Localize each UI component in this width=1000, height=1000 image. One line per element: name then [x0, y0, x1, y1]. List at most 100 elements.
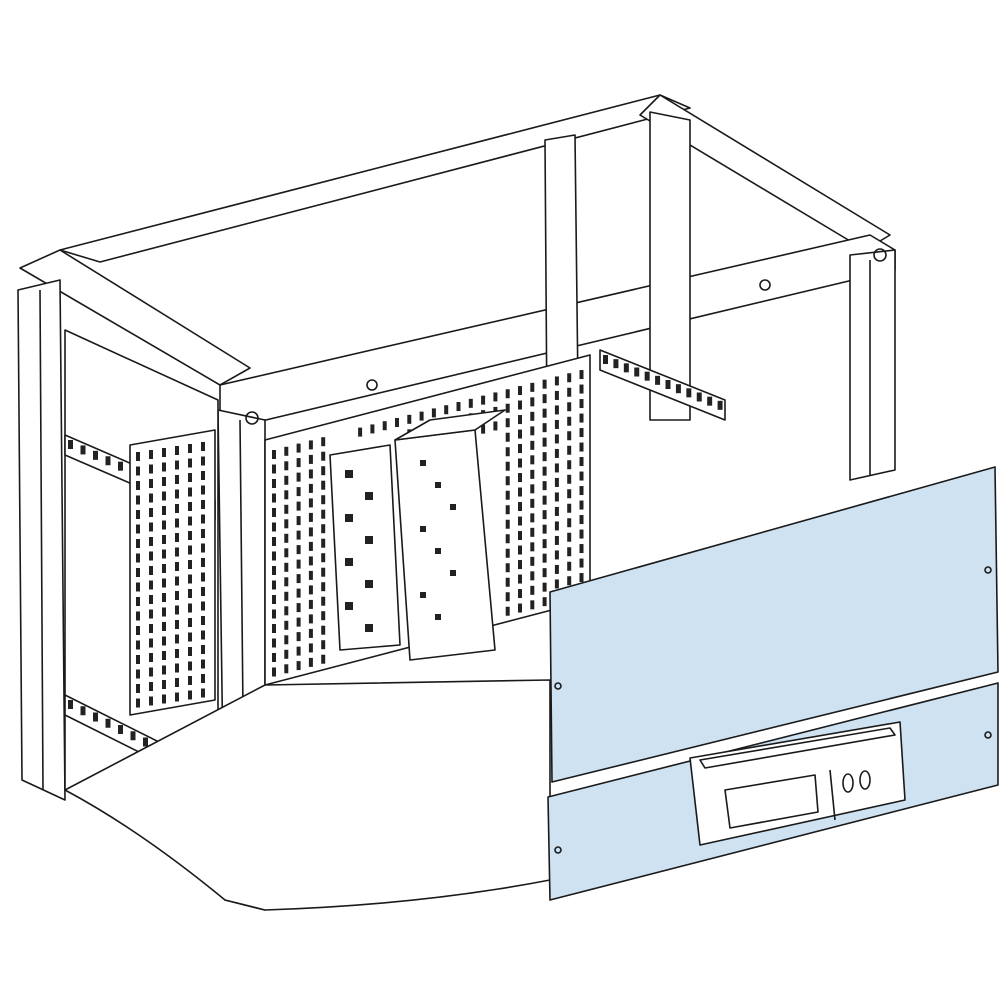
mesh-slot: [308, 643, 313, 653]
mesh-slot: [431, 408, 436, 418]
mesh-slot: [149, 479, 153, 488]
mesh-slot: [175, 678, 179, 687]
mesh-slot: [272, 580, 276, 590]
mesh-slot: [188, 444, 192, 453]
rail-slot: [675, 384, 681, 394]
mesh-slot: [530, 484, 535, 494]
mesh-slot: [554, 419, 559, 429]
mesh-slot: [518, 400, 522, 410]
mesh-slot: [554, 477, 559, 487]
mesh-slot: [542, 466, 547, 476]
mesh-slot: [518, 603, 522, 613]
mesh-slot: [136, 684, 140, 693]
mesh-slot: [175, 475, 179, 484]
mesh-slot: [505, 563, 510, 573]
mesh-slot: [579, 500, 584, 510]
mesh-slot: [162, 694, 166, 704]
mesh-slot: [149, 580, 153, 590]
mesh-slot: [579, 370, 584, 380]
mesh-slot: [518, 516, 522, 526]
frame-top-rear-beam: [59, 94, 691, 263]
mesh-slot: [188, 545, 192, 555]
rail-slot: [655, 375, 661, 385]
mesh-slot: [542, 423, 547, 433]
mesh-slot: [530, 397, 535, 407]
mesh-slot: [284, 446, 289, 456]
mesh-slot: [162, 462, 166, 472]
mesh-slot: [567, 431, 572, 441]
frame-right-front-post: [849, 249, 896, 481]
mesh-slot: [162, 549, 166, 559]
mesh-slot: [321, 567, 326, 577]
mesh-slot: [272, 638, 276, 648]
mesh-slot: [321, 437, 326, 447]
mesh-slot: [201, 674, 205, 683]
mesh-slot: [188, 603, 192, 613]
device-terminal: [435, 614, 441, 620]
mesh-slot: [162, 535, 166, 544]
mesh-slot: [201, 688, 205, 698]
mesh-slot: [321, 451, 326, 461]
mesh-slot: [530, 426, 535, 436]
mesh-slot: [542, 597, 547, 607]
mesh-slot: [554, 448, 559, 458]
mesh-slot: [505, 403, 510, 413]
mesh-slot: [505, 461, 510, 471]
mesh-slot: [201, 572, 205, 582]
mesh-slot: [542, 495, 547, 505]
mesh-slot: [284, 490, 289, 500]
mesh-slot: [175, 562, 179, 571]
frame-top-left-beam: [19, 249, 251, 386]
device-terminal: [365, 624, 373, 632]
device-terminal: [345, 514, 353, 522]
mesh-slot: [175, 591, 179, 600]
mesh-slot: [296, 472, 301, 482]
mesh-slot: [321, 538, 326, 548]
rail-slot: [118, 725, 123, 734]
mesh-slot: [136, 539, 140, 548]
mesh-slot: [308, 440, 313, 450]
mesh-slot: [284, 664, 289, 674]
mesh-slot: [567, 445, 572, 455]
display-unit: [689, 721, 906, 846]
mesh-slot: [505, 389, 510, 399]
mesh-slot: [175, 576, 179, 586]
mesh-slot: [296, 661, 301, 671]
mesh-slot: [542, 379, 547, 389]
mesh-slot: [136, 655, 140, 664]
mesh-slot: [201, 442, 205, 451]
mesh-slot: [175, 692, 179, 702]
mesh-slot: [308, 585, 313, 595]
mesh-slot: [136, 510, 140, 519]
mesh-slot: [518, 473, 522, 483]
mesh-slot: [308, 614, 313, 624]
mesh-slot: [188, 676, 192, 685]
mesh-slot: [321, 524, 326, 534]
mesh-slot: [175, 547, 179, 557]
mesh-slot: [579, 558, 584, 568]
mesh-slot: [321, 640, 326, 650]
mesh-slot: [149, 595, 153, 604]
mesh-slot: [162, 477, 166, 486]
mesh-slot: [505, 592, 510, 602]
mesh-slot: [162, 665, 166, 675]
mesh-slot: [308, 527, 313, 537]
mesh-slot: [542, 481, 547, 491]
rail-slot: [143, 737, 148, 747]
mesh-slot: [149, 682, 153, 691]
mesh-slot: [201, 456, 205, 466]
mesh-slot: [579, 529, 584, 539]
mesh-slot: [554, 521, 559, 531]
mesh-slot: [296, 559, 301, 569]
mesh-slot: [579, 471, 584, 481]
device-terminal: [435, 482, 441, 488]
mesh-slot: [272, 508, 276, 517]
mesh-slot: [201, 659, 205, 669]
mesh-slot: [162, 564, 166, 573]
rail-slot: [93, 450, 98, 460]
mesh-slot: [149, 566, 153, 575]
mesh-slot: [444, 405, 449, 415]
mesh-slot: [188, 647, 192, 656]
mesh-slot: [201, 471, 205, 480]
